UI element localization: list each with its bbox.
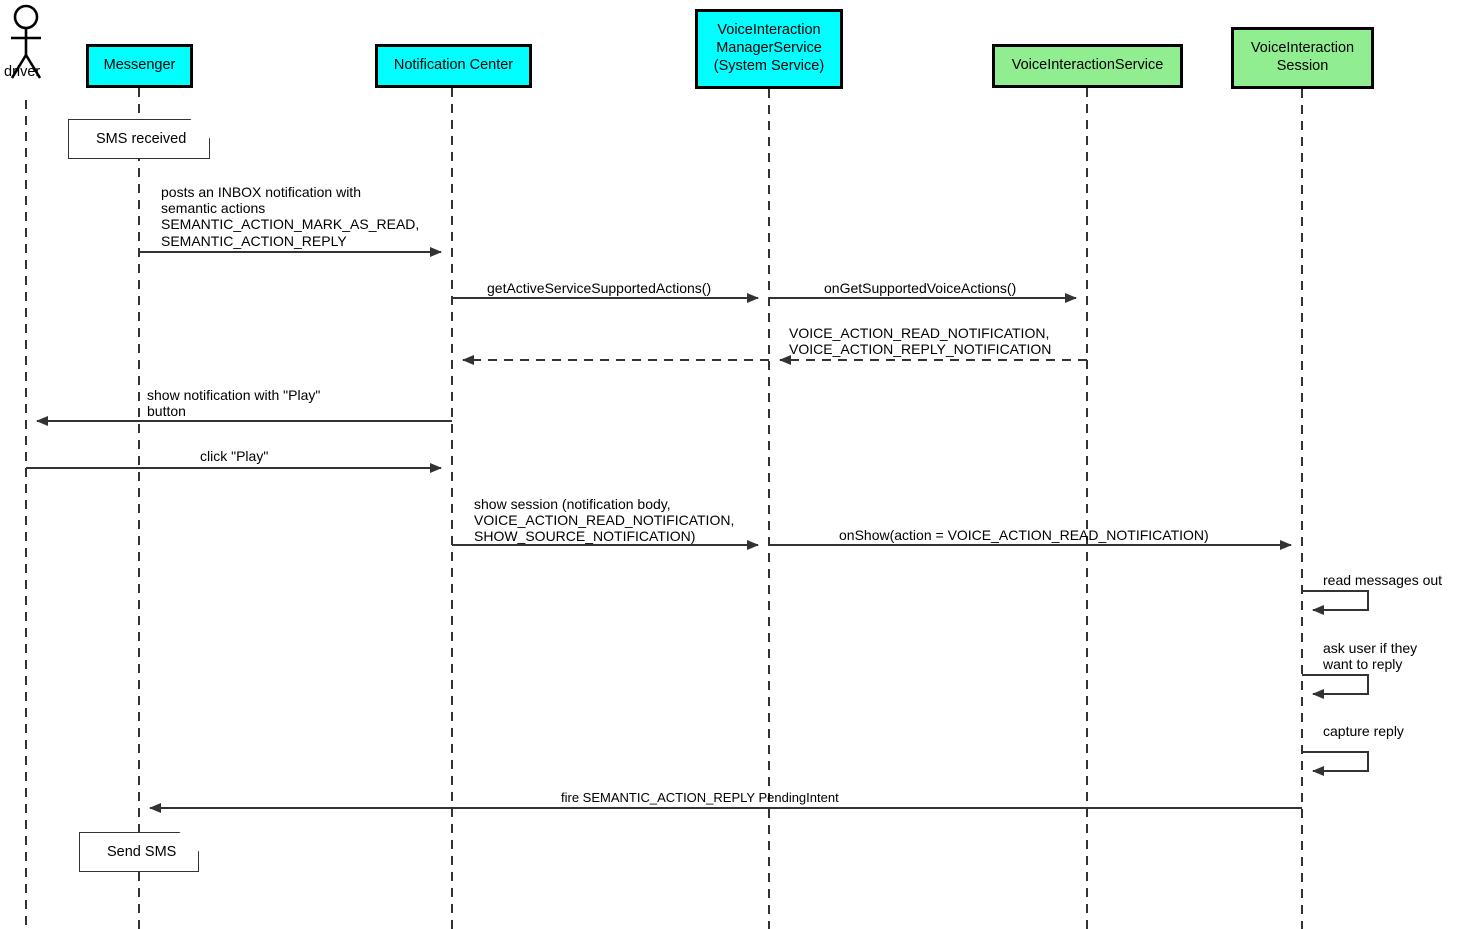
message-label-fire-reply-pending-intent: fire SEMANTIC_ACTION_REPLY PendingIntent: [561, 790, 839, 805]
lifelines-group: [25, 88, 1303, 929]
note-text-sms-received: SMS received: [96, 131, 187, 147]
self-message-label-ask-user-reply: ask user if they want to reply: [1323, 640, 1418, 673]
message-label-post-notification: posts an INBOX notification with semanti…: [161, 184, 420, 249]
actor-label-driver: driver: [4, 64, 41, 80]
message-label-click-play: click "Play": [200, 448, 269, 464]
actor-driver-icon: [10, 4, 42, 79]
participant-label-voice-interaction-manager-service: VoiceInteraction ManagerService (System …: [713, 22, 825, 74]
message-label-on-show: onShow(action = VOICE_ACTION_READ_NOTIFI…: [839, 527, 1209, 543]
message-label-show-notification-play: show notification with "Play" button: [147, 387, 321, 420]
self-message-label-read-messages-out: read messages out: [1323, 572, 1443, 588]
note-send-sms: Send SMS: [80, 833, 198, 871]
message-label-show-session: show session (notification body, VOICE_A…: [474, 496, 735, 545]
note-sms-received: SMS received: [69, 120, 209, 158]
participant-label-messenger: Messenger: [103, 57, 176, 74]
participant-label-voice-interaction-service: VoiceInteractionService: [1011, 57, 1164, 74]
participant-box-notification-center[interactable]: Notification Center: [375, 44, 532, 88]
participant-label-voice-interaction-session: VoiceInteraction Session: [1250, 40, 1355, 74]
participant-box-voice-interaction-manager-service[interactable]: VoiceInteraction ManagerService (System …: [695, 9, 843, 89]
self-messages-group: [1302, 590, 1369, 776]
self-message-read-messages-out: [1302, 590, 1369, 615]
participant-label-notification-center: Notification Center: [393, 57, 514, 74]
participant-box-messenger[interactable]: Messenger: [86, 44, 193, 88]
note-text-send-sms: Send SMS: [107, 844, 177, 860]
message-label-get-active-service-supported-actions: getActiveServiceSupportedActions(): [487, 280, 712, 296]
messages-group: [26, 247, 1302, 813]
self-message-ask-user-reply: [1302, 674, 1369, 699]
self-message-label-capture-reply: capture reply: [1323, 723, 1404, 739]
message-label-on-get-supported-voice-actions: onGetSupportedVoiceActions(): [824, 280, 1017, 296]
participant-box-voice-interaction-session[interactable]: VoiceInteraction Session: [1231, 27, 1374, 89]
message-label-return-voice-actions: VOICE_ACTION_READ_NOTIFICATION, VOICE_AC…: [789, 325, 1052, 358]
participant-box-voice-interaction-service[interactable]: VoiceInteractionService: [992, 44, 1183, 88]
self-message-capture-reply: [1302, 751, 1369, 776]
